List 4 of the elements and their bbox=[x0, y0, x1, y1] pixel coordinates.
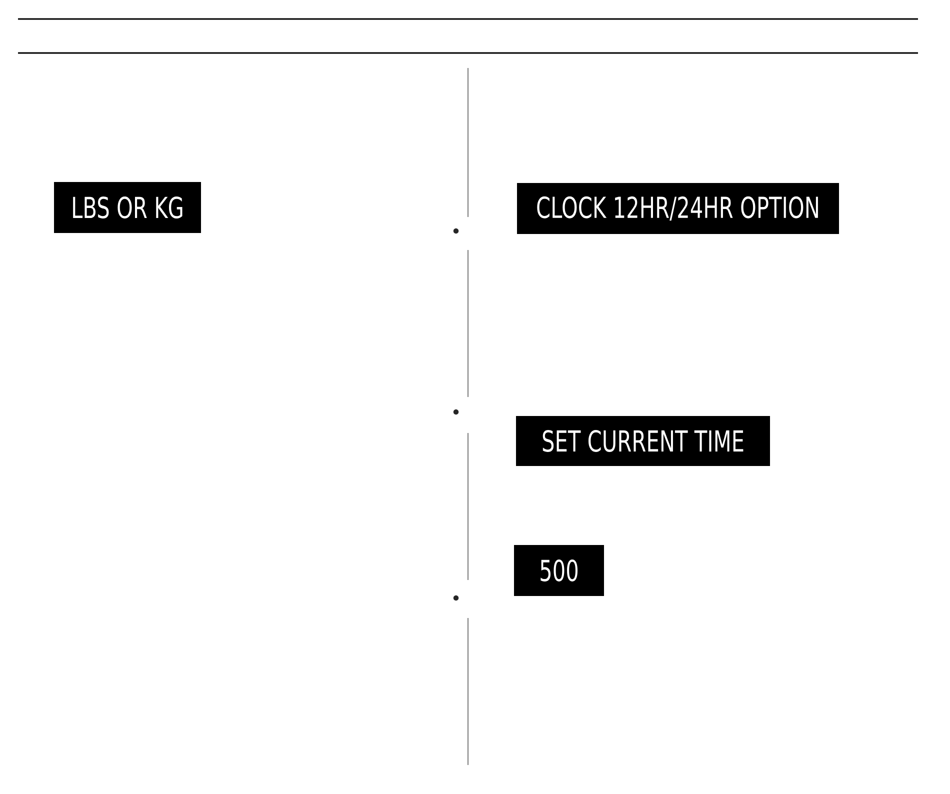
display-panel: SET CURRENT TIME bbox=[516, 416, 770, 466]
display-panel: CLOCK 12HR/24HR OPTION bbox=[517, 183, 839, 234]
display-panel: LBS OR KG bbox=[54, 182, 201, 233]
display-panel: 500 bbox=[514, 545, 604, 596]
